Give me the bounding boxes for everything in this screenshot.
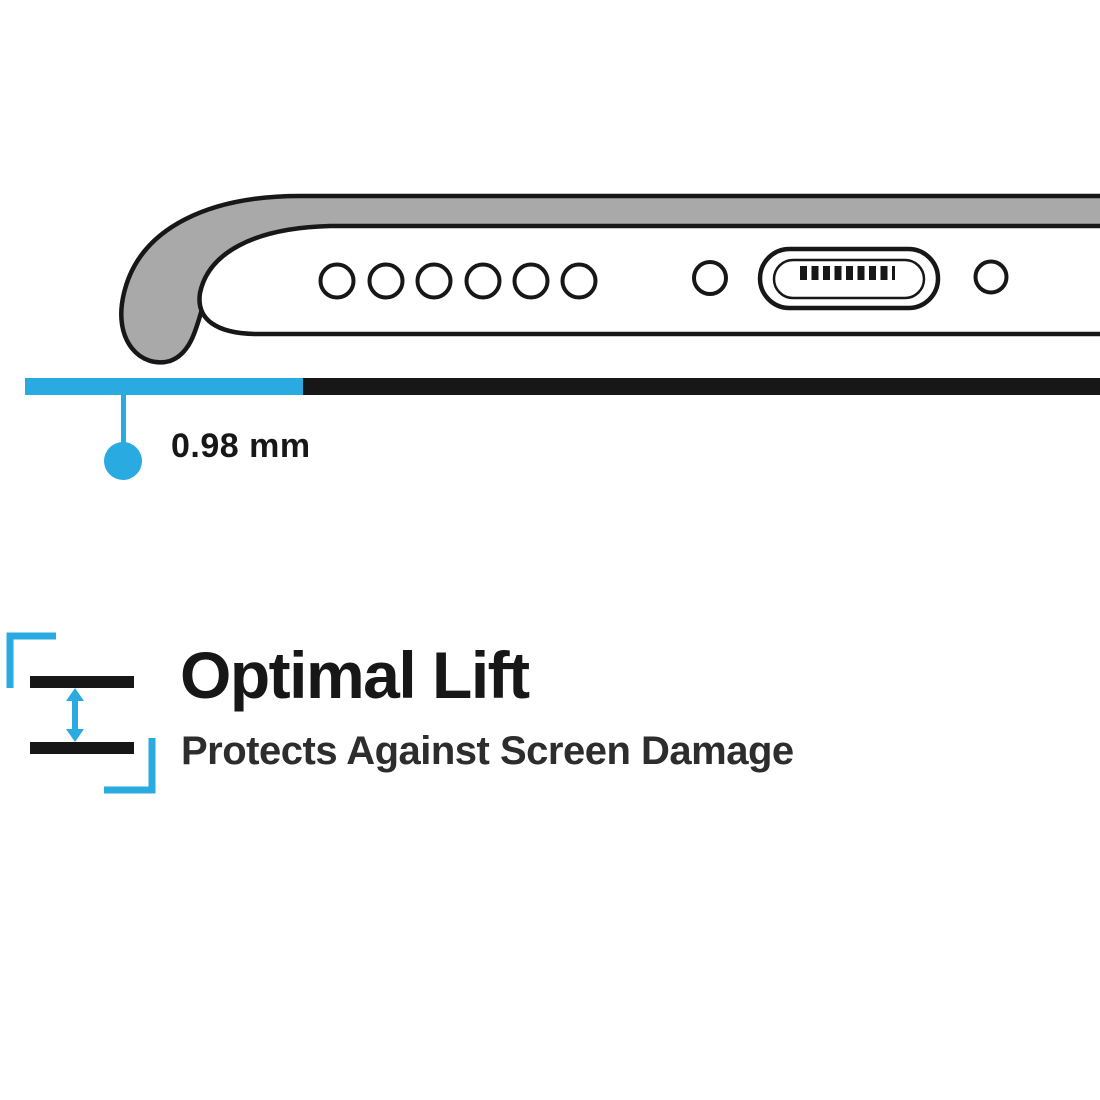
measurement-label: 0.98 mm [171, 427, 311, 465]
measurement-leader-dot [104, 442, 142, 480]
arrow-head-up-icon [66, 688, 84, 701]
speaker-hole [512, 262, 550, 300]
measurement-leader-line [121, 394, 126, 446]
phone-case-cross-section-diagram [119, 193, 1100, 365]
case-lift-measure-bar [25, 378, 303, 395]
feature-subtitle: Protects Against Screen Damage [181, 729, 794, 773]
screen-surface-bar [303, 378, 1100, 395]
speaker-hole [367, 262, 405, 300]
screw-hole-left [692, 260, 728, 296]
feature-title: Optimal Lift [180, 638, 530, 712]
speaker-hole [318, 262, 356, 300]
lift-gap-icon [6, 632, 156, 794]
screw-hole-right [973, 259, 1009, 295]
corner-bracket-bottom-right-icon [104, 738, 156, 794]
speaker-hole [560, 262, 598, 300]
corner-bracket-top-left-icon [6, 632, 56, 688]
speaker-hole [464, 262, 502, 300]
speaker-hole [415, 262, 453, 300]
arrow-head-down-icon [66, 729, 84, 742]
